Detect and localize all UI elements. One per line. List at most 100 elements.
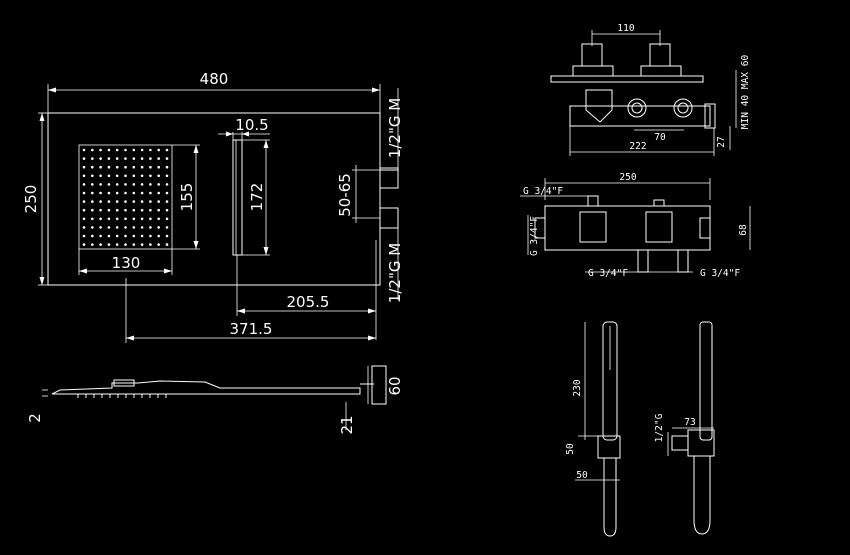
label-inlet-right: G 3/4"F: [700, 268, 740, 279]
nozzle-dot: [149, 157, 152, 160]
nozzle-dot: [140, 183, 144, 186]
label-conn: 1/2"G: [654, 413, 665, 442]
nozzle-dot: [82, 191, 86, 195]
nozzle-dot: [140, 200, 144, 203]
nozzle-dot: [149, 243, 152, 246]
nozzle-dot: [99, 165, 102, 169]
nozzle-dot: [115, 174, 119, 178]
nozzle-dot: [124, 234, 127, 238]
nozzle-dot: [149, 191, 152, 195]
nozzle-dot: [140, 234, 144, 238]
nozzle-dot: [165, 234, 169, 238]
nozzle-dot: [82, 208, 86, 212]
nozzle-dot: [132, 191, 136, 195]
nozzle-dot: [115, 243, 119, 246]
nozzle-dot: [132, 183, 136, 186]
hand-shower-side: [699, 321, 713, 441]
nozzle-dot: [157, 234, 160, 238]
dim-wall: MIN 40 MAX 60: [740, 55, 751, 130]
handle-right: [649, 43, 671, 67]
inlet-left: [637, 249, 649, 273]
nozzle-dot: [165, 165, 169, 169]
nozzle-dot: [132, 174, 136, 178]
nozzle-dot: [124, 243, 127, 246]
nozzle-dot: [99, 243, 102, 246]
nozzle-row: [77, 394, 167, 398]
nozzle-dot: [132, 157, 136, 160]
dim-height: 250: [22, 185, 40, 214]
nozzle-dot: [115, 200, 119, 203]
nozzle-dot: [132, 243, 136, 246]
nozzle-dot: [91, 226, 94, 229]
nozzle-dot: [124, 174, 127, 178]
hand-shower-view: 230 50 50 1/2"G 73: [565, 321, 715, 537]
nozzle-dot: [124, 208, 127, 212]
nozzle-dot: [157, 208, 160, 212]
nozzle-dot: [132, 234, 136, 238]
nozzle-dot: [149, 200, 152, 203]
hand-shower-front: [602, 321, 618, 441]
wall-bracket: [371, 365, 387, 405]
nozzle-dot: [99, 217, 102, 221]
nozzle-dot: [157, 243, 160, 246]
nozzle-dot: [115, 191, 119, 195]
nozzle-dot: [82, 200, 86, 203]
dim-arm: 21: [338, 415, 356, 434]
nozzle-dot: [107, 208, 111, 212]
dim-valve-w: 250: [619, 172, 636, 183]
label-conn-bottom: 1/2"G M: [386, 243, 404, 303]
front-view: 480 250 155 130 10.5 172: [22, 70, 404, 343]
nozzle-dot: [91, 191, 94, 195]
inlet-right: [677, 249, 689, 273]
nozzle-dot: [157, 165, 160, 169]
valve-front-view: 250 G 3/4"F G 3/4"F 68 G 3/4"F G 3/4"F: [520, 172, 751, 279]
nozzle-dot: [82, 157, 86, 160]
nozzle-dot: [91, 174, 94, 178]
nozzle-dot: [115, 148, 119, 152]
nozzle-dot: [124, 191, 127, 195]
dim-centers: 70: [654, 132, 666, 143]
label-conn-range: 50-65: [336, 173, 354, 217]
nozzle-dot: [115, 183, 119, 186]
nozzle-dot: [91, 157, 94, 160]
nozzle-dot: [91, 208, 94, 212]
nozzle-dot: [132, 148, 136, 152]
nozzle-dot: [82, 234, 86, 238]
nozzle-dot: [140, 148, 144, 152]
nozzle-dot: [107, 200, 111, 203]
nozzle-dot: [140, 165, 144, 169]
nozzle-dot: [149, 183, 152, 186]
nozzle-dot: [99, 157, 102, 160]
nozzle-dot: [165, 174, 169, 178]
nozzle-dot: [165, 148, 169, 152]
nozzle-dot: [140, 243, 144, 246]
nozzle-dot: [115, 226, 119, 229]
nozzle-dot: [149, 165, 152, 169]
nozzle-dot: [99, 174, 102, 178]
nozzle-dot: [165, 217, 169, 221]
dim-dots-w: 130: [112, 254, 141, 272]
nozzle-dot: [115, 208, 119, 212]
dim-slot-dist: 205.5: [287, 293, 330, 311]
nozzle-dot: [157, 200, 160, 203]
nozzle-dot: [91, 165, 94, 169]
nozzle-dot: [99, 226, 102, 229]
label-outlet-left: G 3/4"F: [529, 216, 540, 256]
nozzle-dot: [132, 200, 136, 203]
nozzle-dot: [165, 243, 169, 246]
nozzle-dot: [149, 148, 152, 152]
nozzle-dot: [149, 234, 152, 238]
valve-front-body: [544, 205, 711, 251]
nozzle-dot: [107, 217, 111, 221]
diverter-body: [585, 89, 613, 123]
nozzle-dot: [82, 165, 86, 169]
nozzle-dot: [132, 208, 136, 212]
holder-front: [597, 435, 621, 459]
dim-holder-w: 50: [576, 470, 588, 481]
nozzle-dot: [124, 217, 127, 221]
nozzle-dot: [91, 234, 94, 238]
outlet-top: [587, 195, 599, 207]
wall-connector-side: [671, 435, 689, 451]
nozzle-dot: [140, 208, 144, 212]
nozzle-dot: [165, 226, 169, 229]
